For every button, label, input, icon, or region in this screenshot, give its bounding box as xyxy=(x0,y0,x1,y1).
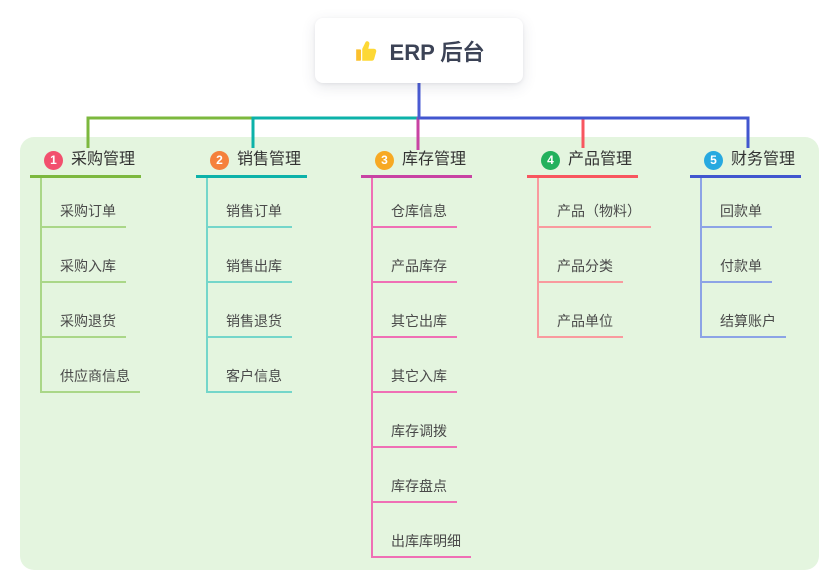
branch-finance-header[interactable]: 5 财务管理 xyxy=(690,150,802,178)
branch-finance-children: 回款单 付款单 结算账户 xyxy=(700,178,801,338)
branch-product: 4 产品管理 产品（物料） 产品分类 产品单位 xyxy=(527,150,651,338)
child-node[interactable]: 其它入库 xyxy=(373,338,457,393)
child-node[interactable]: 销售订单 xyxy=(208,178,292,228)
child-node[interactable]: 库存调拨 xyxy=(373,393,457,448)
child-node[interactable]: 仓库信息 xyxy=(373,178,457,228)
branch-product-children: 产品（物料） 产品分类 产品单位 xyxy=(537,178,651,338)
branch-inventory-children: 仓库信息 产品库存 其它出库 其它入库 库存调拨 库存盘点 出库库明细 xyxy=(371,178,472,558)
child-node[interactable]: 客户信息 xyxy=(208,338,292,393)
branch-number-badge: 4 xyxy=(541,150,560,170)
branch-finance: 5 财务管理 回款单 付款单 结算账户 xyxy=(690,150,802,338)
branch-inventory: 3 库存管理 仓库信息 产品库存 其它出库 其它入库 库存调拨 库存盘点 出库库… xyxy=(361,150,473,558)
child-node[interactable]: 采购退货 xyxy=(42,283,126,338)
child-node[interactable]: 销售退货 xyxy=(208,283,292,338)
branch-label: 产品管理 xyxy=(568,151,633,168)
branch-procurement-header[interactable]: 1 采购管理 xyxy=(30,150,142,178)
branch-label: 库存管理 xyxy=(402,151,467,168)
child-node[interactable]: 回款单 xyxy=(702,178,772,228)
branch-sales-children: 销售订单 销售出库 销售退货 客户信息 xyxy=(206,178,307,393)
branch-sales: 2 销售管理 销售订单 销售出库 销售退货 客户信息 xyxy=(196,150,308,393)
root-node[interactable]: ERP 后台 xyxy=(315,18,523,83)
branch-sales-header[interactable]: 2 销售管理 xyxy=(196,150,308,178)
child-node[interactable]: 产品库存 xyxy=(373,228,457,283)
thumbs-up-icon xyxy=(355,40,376,61)
child-node[interactable]: 库存盘点 xyxy=(373,448,457,503)
branch-number-badge: 3 xyxy=(375,150,394,170)
child-node[interactable]: 销售出库 xyxy=(208,228,292,283)
branch-label: 销售管理 xyxy=(237,151,302,168)
child-node[interactable]: 其它出库 xyxy=(373,283,457,338)
root-title: ERP 后台 xyxy=(389,39,485,65)
branch-procurement-children: 采购订单 采购入库 采购退货 供应商信息 xyxy=(40,178,141,393)
mindmap-panel xyxy=(20,137,819,570)
branch-inventory-header[interactable]: 3 库存管理 xyxy=(361,150,473,178)
child-node[interactable]: 结算账户 xyxy=(702,283,786,338)
branch-procurement: 1 采购管理 采购订单 采购入库 采购退货 供应商信息 xyxy=(30,150,142,393)
child-node[interactable]: 采购订单 xyxy=(42,178,126,228)
branch-label: 采购管理 xyxy=(71,151,136,168)
branch-number-badge: 2 xyxy=(210,150,229,170)
branch-number-badge: 5 xyxy=(704,150,723,170)
child-node[interactable]: 供应商信息 xyxy=(42,338,140,393)
branch-label: 财务管理 xyxy=(731,151,796,168)
child-node[interactable]: 产品（物料） xyxy=(539,178,651,228)
branch-product-header[interactable]: 4 产品管理 xyxy=(527,150,639,178)
child-node[interactable]: 出库库明细 xyxy=(373,503,471,558)
child-node[interactable]: 产品分类 xyxy=(539,228,623,283)
child-node[interactable]: 产品单位 xyxy=(539,283,623,338)
child-node[interactable]: 付款单 xyxy=(702,228,772,283)
branch-number-badge: 1 xyxy=(44,150,63,170)
child-node[interactable]: 采购入库 xyxy=(42,228,126,283)
